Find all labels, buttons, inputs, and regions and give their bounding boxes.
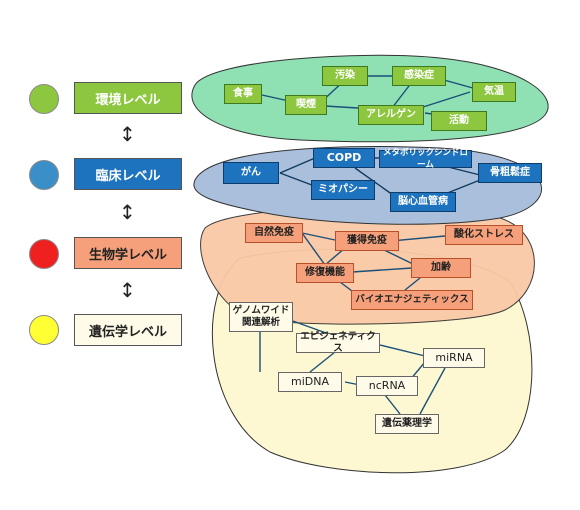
node-mirna: miRNA [423, 348, 485, 368]
node-metabolic-syndrome: メタボリックシンドローム [379, 148, 472, 170]
up-down-arrow-icon: ↕ [119, 278, 136, 302]
node-smoking: 喫煙 [285, 95, 327, 115]
node-allergen: アレルゲン [358, 105, 424, 125]
node-temperature: 気温 [472, 82, 516, 102]
node-repair-function: 修復機能 [296, 263, 354, 283]
biology-level-label: 生物学レベル [74, 237, 182, 269]
clinical-level-label: 臨床レベル [74, 158, 182, 190]
node-aging: 加齢 [411, 258, 471, 278]
node-activity: 活動 [431, 111, 487, 131]
node-cerebrovascular: 脳心血管病 [390, 192, 456, 212]
node-myopathy: ミオパシー [311, 180, 375, 200]
node-copd: COPD [313, 148, 375, 168]
node-food: 食事 [224, 84, 262, 104]
up-down-arrow-icon: ↕ [119, 200, 136, 224]
genetic-level-label: 遺伝学レベル [74, 314, 182, 346]
node-gwas-line2: 関連解析 [241, 317, 280, 328]
genetic-level-circle [29, 315, 59, 345]
up-down-arrow-icon: ↕ [119, 122, 136, 146]
node-pollution: 汚染 [322, 66, 368, 86]
environment-level-label: 環境レベル [74, 82, 182, 114]
node-epigenetics: エピジェネティクス [296, 331, 380, 354]
node-oxidative-stress: 酸化ストレス [445, 225, 523, 245]
node-cancer: がん [223, 162, 279, 184]
node-acquired-immunity: 獲得免疫 [335, 231, 399, 251]
node-infection: 感染症 [392, 66, 446, 86]
node-pharmacogenetics: 遺伝薬理学 [375, 414, 439, 434]
node-ncrna: ncRNA [356, 376, 418, 396]
node-gwas-line1: ゲノムワイド [232, 305, 290, 316]
node-innate-immunity: 自然免疫 [245, 223, 303, 243]
environment-level-circle [29, 84, 59, 114]
clinical-level-circle [29, 160, 59, 190]
node-bioenergetics: バイオエナジェティックス [351, 290, 473, 310]
biology-level-circle [29, 239, 59, 269]
node-midna: miDNA [278, 372, 342, 392]
node-gwas: ゲノムワイド 関連解析 [229, 302, 293, 332]
node-osteoporosis: 骨粗鬆症 [478, 163, 542, 183]
